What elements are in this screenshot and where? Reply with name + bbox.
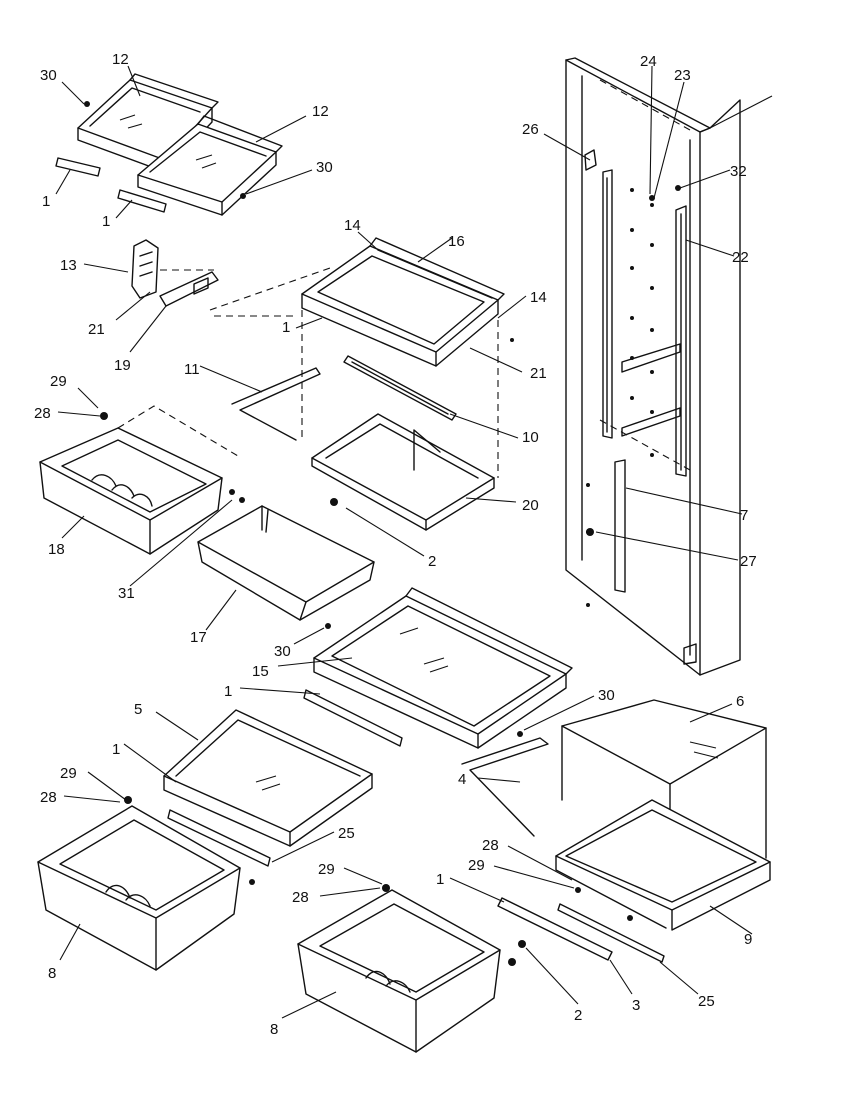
callout-22: 22 [732, 249, 749, 266]
crisper-drawer-8-left [37, 805, 241, 971]
callout-18: 18 [48, 541, 65, 558]
callout-16: 16 [448, 233, 465, 250]
glass-shelf-15 [313, 587, 573, 749]
callout-27: 27 [740, 553, 757, 570]
callout-8: 8 [48, 965, 56, 982]
shelf-trim-1a [55, 157, 101, 177]
callout-15: 15 [252, 663, 269, 680]
callout-29: 29 [60, 765, 77, 782]
shelf-trim-1c [303, 689, 403, 747]
callout-21: 21 [88, 321, 105, 338]
callout-3: 3 [632, 997, 640, 1014]
callout-29: 29 [50, 373, 67, 390]
callout-10: 10 [522, 429, 539, 446]
callout-1: 1 [42, 193, 50, 210]
callout-25: 25 [338, 825, 355, 842]
callout-13: 13 [60, 257, 77, 274]
callout-30: 30 [40, 67, 57, 84]
callout-26: 26 [522, 121, 539, 138]
callout-30: 30 [316, 159, 333, 176]
callout-28: 28 [34, 405, 51, 422]
shelf-trim-1b [117, 189, 167, 213]
callout-5: 5 [134, 701, 142, 718]
callout-24: 24 [640, 53, 657, 70]
callout-30: 30 [274, 643, 291, 660]
callouts: 30 12 12 1 30 1 13 21 19 14 16 1 14 21 1… [34, 51, 757, 1038]
leader-lines [55, 65, 773, 1019]
callout-28: 28 [40, 789, 57, 806]
shelf-trim-1d [497, 897, 613, 961]
callout-12: 12 [312, 103, 329, 120]
callout-32: 32 [730, 163, 747, 180]
callout-17: 17 [190, 629, 207, 646]
shelf-frame-4 [461, 737, 549, 837]
callout-11: 11 [184, 361, 200, 378]
callout-25: 25 [698, 993, 715, 1010]
glass-shelf-5 [163, 709, 373, 847]
callout-12: 12 [112, 51, 129, 68]
callout-23: 23 [674, 67, 691, 84]
crisper-drawer-8-right [297, 889, 501, 1053]
callout-28: 28 [292, 889, 309, 906]
shelf-frame-11 [231, 367, 321, 441]
callout-29: 29 [468, 857, 485, 874]
callout-29: 29 [318, 861, 335, 878]
shelf-bracket-assembly [131, 239, 331, 317]
callout-7: 7 [740, 507, 748, 524]
callout-20: 20 [522, 497, 539, 514]
callout-1: 1 [436, 871, 444, 888]
callout-19: 19 [114, 357, 131, 374]
callout-9: 9 [744, 931, 752, 948]
crisper-cover-shelf-upper-right [137, 115, 283, 216]
callout-28: 28 [482, 837, 499, 854]
callout-14: 14 [344, 217, 361, 234]
crisper-drawer-18 [39, 427, 223, 555]
shelf-20 [311, 413, 495, 531]
callout-1: 1 [282, 319, 290, 336]
callout-8: 8 [270, 1021, 278, 1038]
callout-21: 21 [530, 365, 547, 382]
meat-pan-17 [197, 505, 375, 621]
callout-2: 2 [574, 1007, 582, 1024]
shelf-rail-25 [167, 809, 271, 867]
callout-1: 1 [102, 213, 110, 230]
shelf-rail-25-right [557, 903, 665, 963]
liner-screws [586, 185, 681, 607]
callout-6: 6 [736, 693, 744, 710]
callout-2: 2 [428, 553, 436, 570]
callout-1: 1 [224, 683, 232, 700]
cabinet-liner [565, 57, 741, 676]
callout-14: 14 [530, 289, 547, 306]
callout-30: 30 [598, 687, 615, 704]
callout-4: 4 [458, 771, 466, 788]
callout-31: 31 [118, 585, 135, 602]
crisper-frame-9 [555, 799, 771, 931]
callout-1: 1 [112, 741, 120, 758]
glass-shelf-14 [301, 237, 505, 367]
shelf-rail-10 [343, 355, 457, 421]
